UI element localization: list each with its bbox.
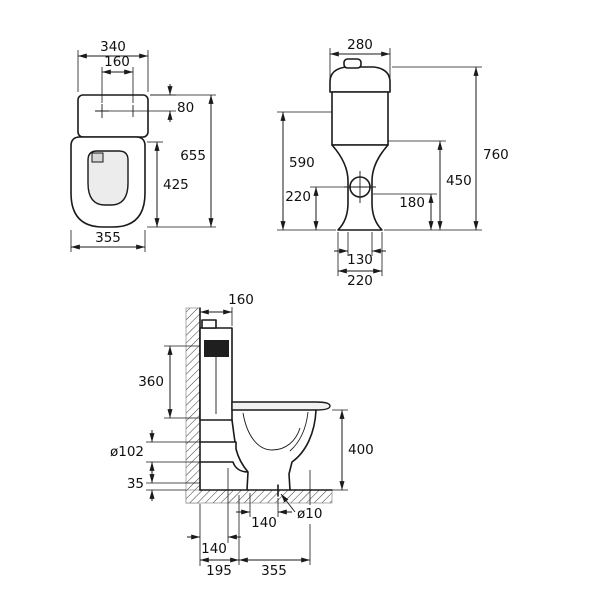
dim-side-foot-base-width: 220 [337, 232, 383, 289]
dim-label-220-base: 220 [347, 273, 373, 289]
dim-label-425: 425 [163, 177, 189, 193]
bowl-profile [199, 409, 317, 491]
bowl-opening [87, 150, 129, 206]
cistern-top-outline [77, 94, 149, 138]
dim-side-outlet-bottom-height: 180 [373, 193, 437, 231]
dim-label-340: 340 [100, 39, 126, 55]
dim-label-195: 195 [206, 563, 232, 579]
dim-front-base-width: 355 [70, 230, 146, 252]
dim-front-tank-width: 340 [77, 39, 149, 92]
side-view [329, 58, 391, 231]
dim-label-760: 760 [483, 147, 509, 163]
dim-install-outlet-diameter: ø102 [110, 430, 200, 474]
dim-install-fixing-distance: 140 [236, 493, 292, 531]
dim-side-inlet-height: 590 [277, 111, 336, 231]
side-dimensions: 280 760 590 450 220 180 [277, 37, 509, 289]
dim-install-rim-height: 400 [332, 409, 374, 491]
dim-label-355-projection: 355 [261, 563, 287, 579]
dim-side-junction-height: 450 [388, 140, 472, 231]
wall-hatch [185, 307, 201, 504]
dim-label-180: 180 [399, 195, 425, 211]
dim-label-35: 35 [127, 476, 144, 492]
dim-install-fixing-hole: ø10 [280, 493, 322, 522]
dim-side-outlet-center-height: 220 [285, 186, 352, 231]
dim-side-foot-waist-width: 130 [334, 232, 386, 268]
dim-label-590: 590 [289, 155, 315, 171]
dim-label-160-install: 160 [228, 292, 254, 308]
dim-label-140-wall: 140 [201, 541, 227, 557]
flush-hole-marker [91, 152, 104, 163]
installation-dimensions: 160 360 ø102 35 400 140 [110, 292, 374, 579]
dim-label-360: 360 [138, 374, 164, 390]
dim-label-655: 655 [180, 148, 206, 164]
dim-label-280: 280 [347, 37, 373, 53]
bowl-cavity-line [242, 411, 309, 452]
dim-front-flush-centers: 160 [101, 54, 134, 103]
dim-label-160-front: 160 [104, 54, 130, 70]
dim-label-140-fixing: 140 [251, 515, 277, 531]
dim-label-355-front: 355 [95, 230, 121, 246]
flush-actuator [201, 319, 217, 329]
dim-front-bowl-height: 425 [147, 141, 189, 228]
dim-label-220-height: 220 [285, 189, 311, 205]
fill-valve-block [204, 340, 229, 357]
dim-install-floor-clearance: 35 [127, 472, 200, 501]
cistern-lid-outline [329, 66, 391, 93]
dim-label-450: 450 [446, 173, 472, 189]
dim-label-80: 80 [177, 100, 194, 116]
dim-label-400: 400 [348, 442, 374, 458]
dim-install-wall-to-outlet: 140 [187, 468, 241, 566]
front-dimensions: 340 160 80 655 425 355 [70, 39, 216, 252]
cistern-body-outline [331, 91, 389, 146]
installation-view [185, 307, 333, 504]
dim-label-d10: ø10 [297, 506, 322, 522]
seat-lid-profile [231, 401, 331, 411]
dim-label-d102: ø102 [110, 444, 144, 460]
dim-side-tank-depth: 280 [329, 37, 391, 80]
dim-label-130: 130 [347, 252, 373, 268]
dim-install-cistern-height: 360 [138, 345, 200, 419]
front-view [70, 94, 149, 228]
dim-install-wall-offset-and-projection: 195 355 [199, 470, 311, 579]
dim-install-cistern-depth: 160 [199, 292, 254, 326]
flush-button-cross-icon [95, 104, 109, 118]
flush-button [343, 58, 362, 69]
